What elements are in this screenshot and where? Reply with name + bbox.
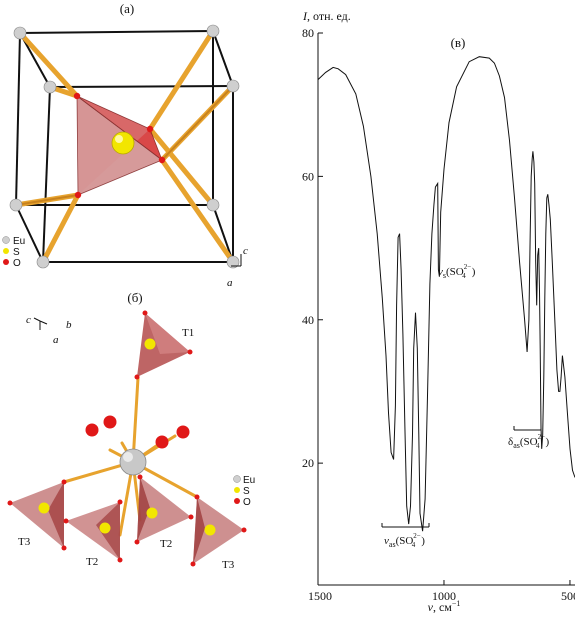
svg-text:T3: T3 [18, 536, 31, 548]
annotation-nu-as: νas(SO2−4) [384, 532, 425, 549]
y-ticks: 20 40 60 80 [302, 26, 323, 470]
svg-text:a: a [53, 334, 59, 346]
svg-text:T1: T1 [182, 327, 194, 339]
y-tick-label: 80 [302, 26, 314, 40]
panel-c-label: (в) [451, 35, 466, 50]
svg-text:c: c [243, 245, 248, 257]
spectrum-line [317, 56, 575, 532]
bracket-delta-as [513, 426, 542, 431]
svg-text:c: c [26, 314, 31, 326]
svg-text:b: b [66, 319, 72, 331]
panel-a-legend: Eu S O [2, 236, 25, 269]
x-axis-label: ν, см−1 [428, 599, 461, 614]
svg-text:Eu: Eu [243, 475, 255, 486]
y-axis-label: I, отн. ед. [302, 9, 351, 23]
annotation-delta-as: δas(SO2−4) [508, 433, 550, 450]
svg-text:T2: T2 [160, 538, 172, 550]
y-tick-label: 60 [302, 169, 314, 183]
svg-text:S: S [13, 247, 20, 258]
svg-text:T2: T2 [86, 556, 98, 568]
annotation-nu-s: νs(SO2−4) [438, 263, 476, 280]
svg-text:S: S [243, 486, 250, 497]
bracket-nu-as [381, 523, 430, 528]
y-tick-label: 20 [302, 456, 314, 470]
x-tick-label: 500 [561, 589, 575, 603]
panel-a-crystal-structure: (а) [2, 1, 248, 289]
x-tick-label: 1000 [432, 589, 456, 603]
x-ticks: 1500 1000 500 [308, 580, 575, 603]
panel-b-label: (б) [127, 290, 142, 305]
svg-text:Eu: Eu [13, 236, 25, 247]
panel-b-coordination: (б) c b a [7, 290, 255, 571]
svg-text:O: O [243, 497, 251, 508]
svg-text:T3: T3 [222, 559, 235, 571]
panel-b-legend: Eu S O [233, 475, 255, 508]
ir-spectrum-chart: 20 40 60 80 1500 1000 500 (в) I, отн. ед. ν, … [302, 9, 575, 614]
plot-frame [317, 33, 575, 586]
panel-a-label: (а) [120, 1, 134, 16]
svg-text:a: a [227, 277, 233, 289]
panel-a-axes [231, 254, 242, 267]
x-tick-label: 1500 [308, 589, 332, 603]
y-tick-label: 40 [302, 313, 314, 327]
svg-text:O: O [13, 258, 21, 269]
